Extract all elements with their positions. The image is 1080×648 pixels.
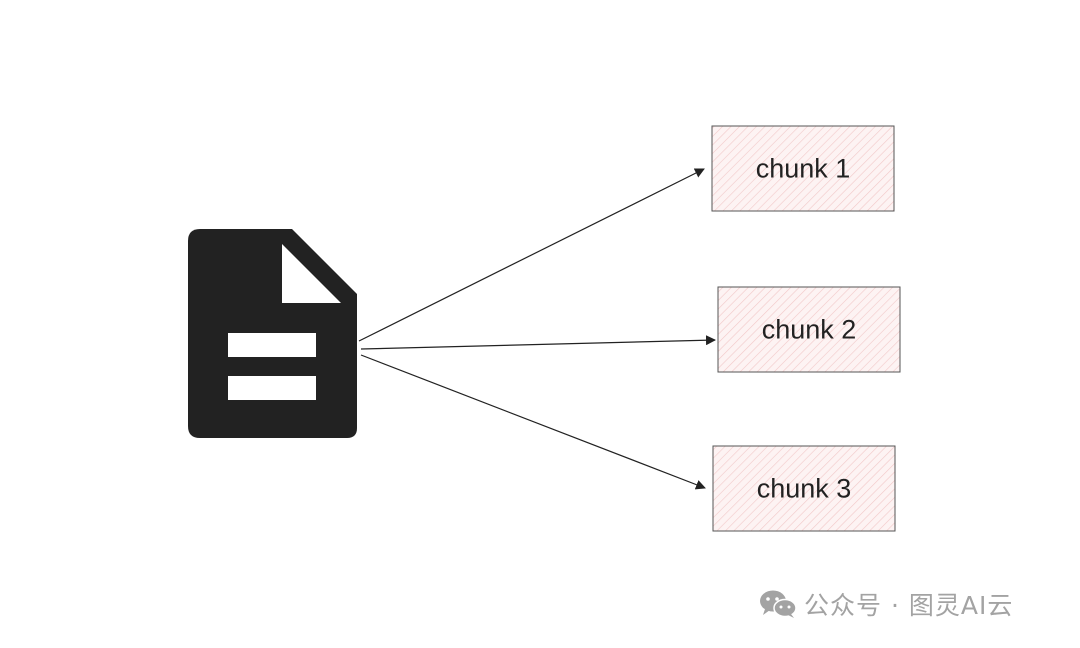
watermark-text: 公众号 · 图灵AI云 — [804, 591, 1014, 620]
document-line — [228, 333, 316, 357]
document-fold — [282, 244, 341, 303]
document-line — [228, 376, 316, 400]
arrow-to-chunk-2 — [360, 335, 716, 350]
chunk-box-2: chunk 2 — [717, 286, 901, 373]
chunk-box-3: chunk 3 — [712, 445, 896, 532]
chunk-label: chunk 1 — [756, 154, 851, 184]
chunk-label: chunk 2 — [762, 315, 857, 345]
arrow-to-chunk-3 — [360, 354, 706, 490]
chunk-label: chunk 3 — [757, 474, 852, 504]
wechat-icon — [760, 590, 797, 618]
watermark: 公众号 · 图灵AI云 — [758, 587, 1013, 621]
arrow-to-chunk-1 — [358, 168, 705, 342]
document-icon — [188, 229, 357, 438]
chunk-box-1: chunk 1 — [711, 125, 895, 212]
